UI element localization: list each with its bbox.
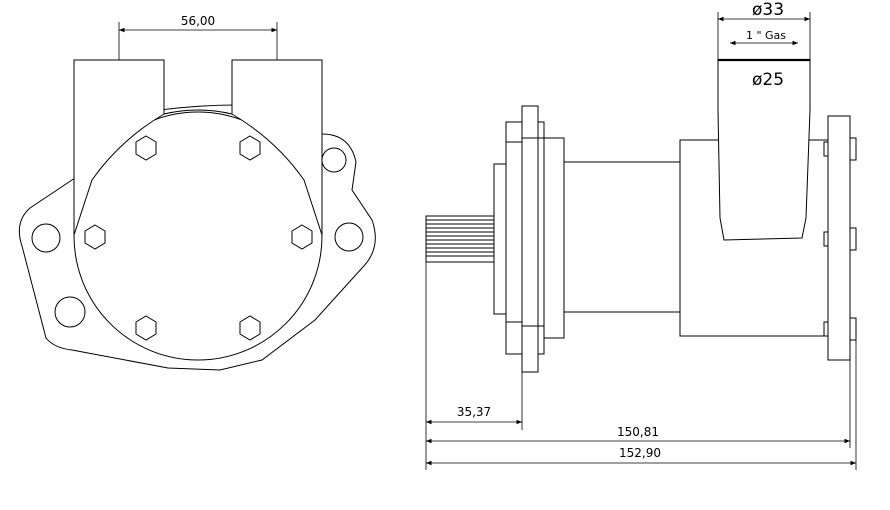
flange-hole-left [31,223,61,253]
dimension-shaft-length: 35,37 [425,262,523,470]
dimension-label-body-length: 150,81 [617,425,659,439]
step-ring [543,137,565,339]
bolt-right [291,224,313,250]
port-right [231,59,323,236]
dimension-label-thread: 1 " Gas [746,29,786,42]
front-view: 56,00 [18,14,376,371]
dimension-thread: 1 " Gas [730,29,798,46]
dimension-label-outlet-outer: ø33 [752,0,784,20]
dimension-label-bolt-spacing: 56,00 [181,14,215,28]
pump-body-circle [73,111,323,361]
dimension-body-length: 150,81 [426,360,851,448]
flange-hole-bottom-left [54,296,86,328]
rear-bolt-bottom [849,317,857,341]
dimension-label-outlet-inner: ø25 [752,70,784,90]
flange-hole-right [334,222,364,252]
side-view: ø33 1 " Gas ø25 35,37 150,81 [425,0,857,470]
port-left [73,59,165,236]
bolt-bottom-right [239,315,261,341]
body-cylinder [563,161,683,313]
bolt-left [84,224,106,250]
dimension-bolt-spacing: 56,00 [118,14,278,60]
dimension-label-total-length: 152,90 [619,446,661,460]
rear-cover-plate [827,115,851,361]
bolt-top-right [239,135,261,161]
dimension-label-shaft-length: 35,37 [457,405,491,419]
bolt-bottom-left [135,315,157,341]
dimension-total-length: 152,90 [426,340,857,470]
rear-bolt-top [849,137,857,161]
bolt-top-left [135,135,157,161]
outlet-port [717,59,811,241]
flange-hole-top-right [321,147,347,173]
dimension-outlet-outer: ø33 [717,0,811,60]
rear-bolt-mid [849,227,857,251]
splined-shaft [425,215,497,263]
